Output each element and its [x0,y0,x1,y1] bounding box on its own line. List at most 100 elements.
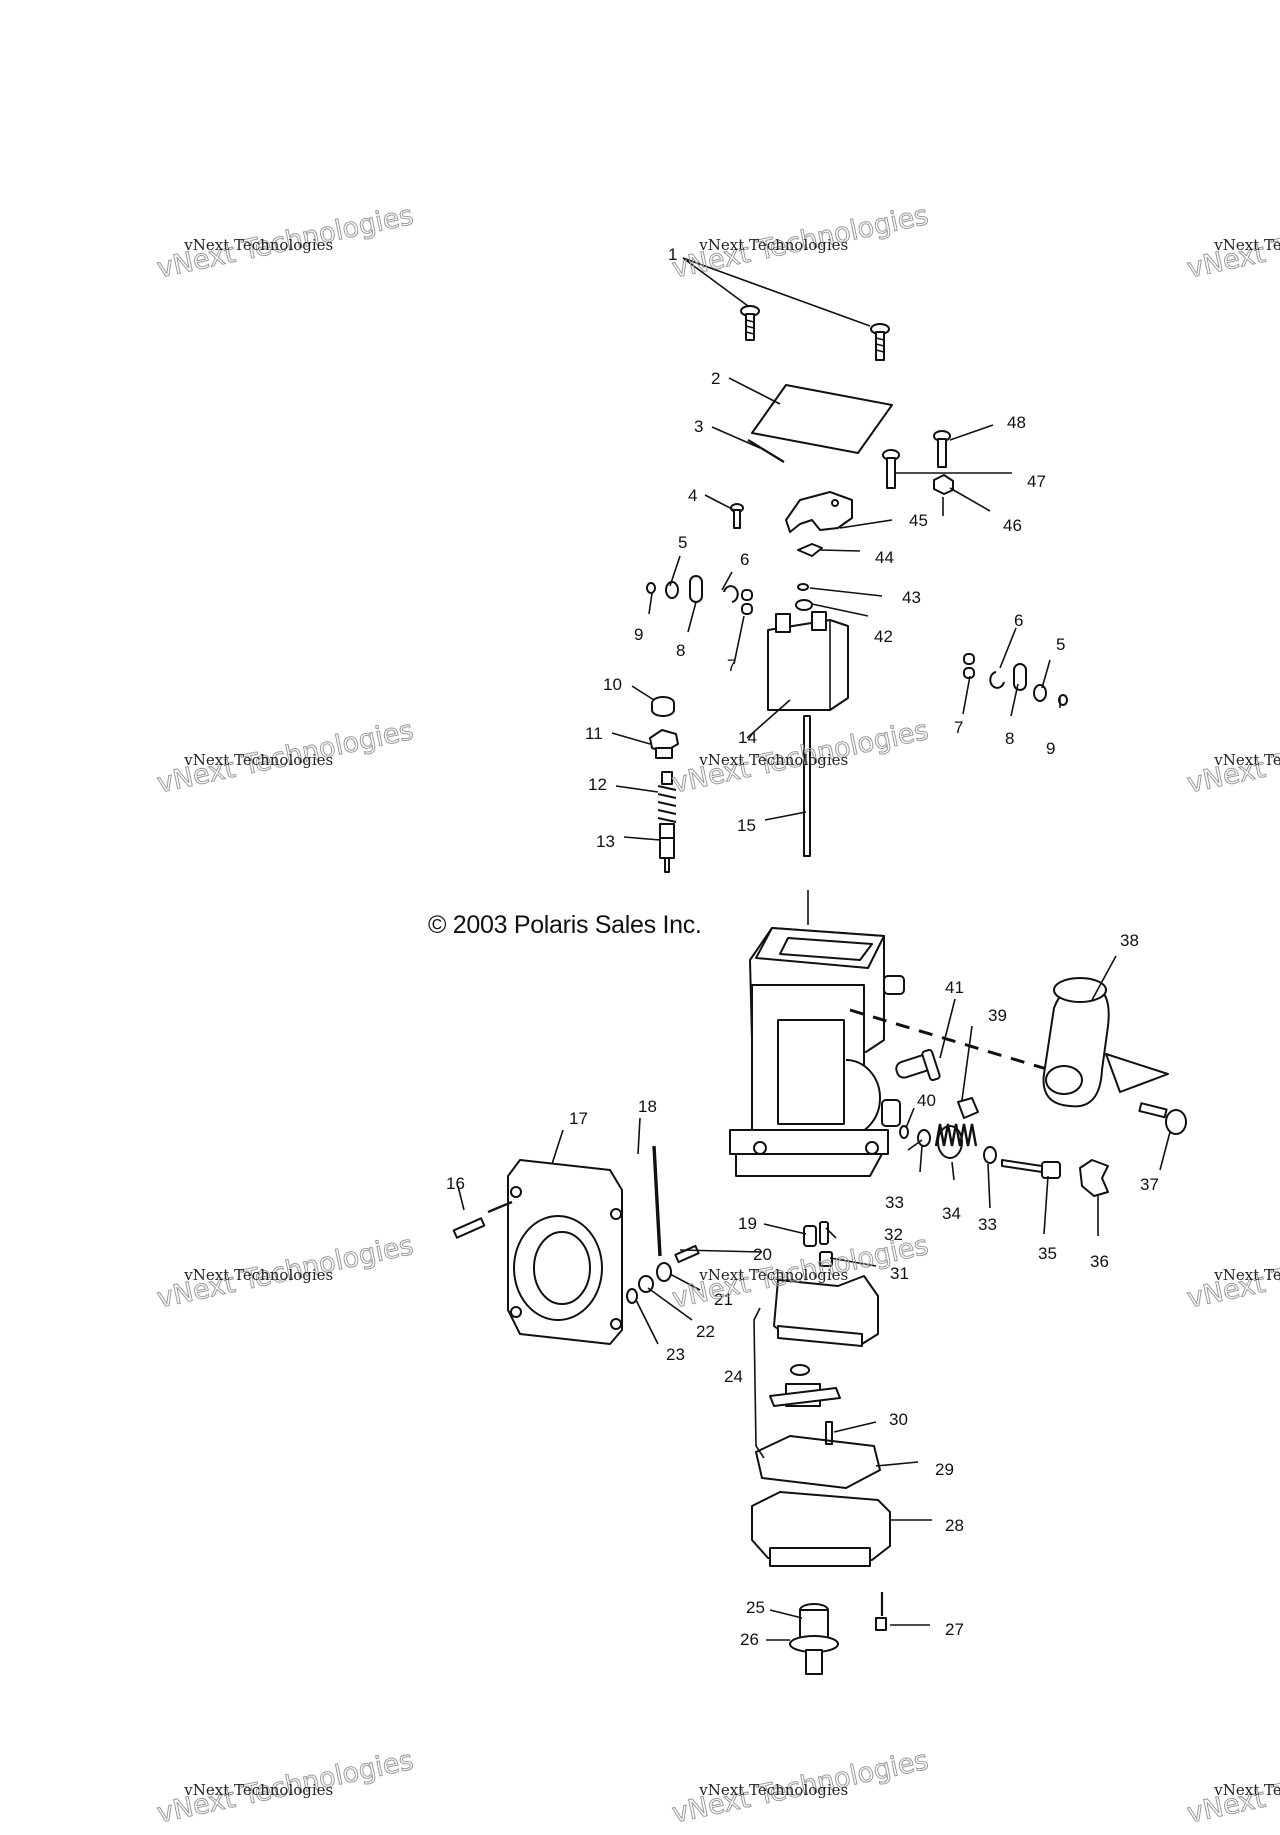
callout-6b: 6 [1014,611,1023,630]
part-screw-37 [1138,1102,1187,1135]
callout-14: 14 [738,728,757,747]
part-gasket-29 [755,1435,881,1489]
callout-41: 41 [945,978,964,997]
part-throttle-slide-14 [767,611,849,711]
part-screw-30 [825,1421,833,1445]
part-nut-11 [649,729,679,759]
part-bushing-7b2 [963,667,975,679]
callout-11: 11 [585,724,603,743]
part-bushing-7a1 [741,589,753,601]
callout-7b: 7 [954,718,963,737]
callout-13: 13 [596,832,615,851]
callout-17: 17 [569,1109,588,1128]
callout-15: 15 [737,816,756,835]
callout-3: 3 [694,417,703,436]
callout-21: 21 [714,1290,733,1309]
part-screw-16 [452,1200,513,1239]
part-drain-25-26 [789,1603,839,1675]
part-idle-screw-35 [1001,1159,1061,1179]
part-screw-48 [933,430,951,468]
callout-35: 35 [1038,1244,1057,1263]
callout-20: 20 [753,1245,772,1264]
callout-5b: 5 [1056,635,1065,654]
callout-22: 22 [696,1322,715,1341]
callout-18: 18 [638,1097,657,1116]
callout-26: 26 [740,1630,759,1649]
part-washer-5b [1033,684,1047,702]
callout-23: 23 [666,1345,685,1364]
part-link-8a [689,575,703,603]
part-screw-47 [882,449,900,489]
part-screw-27 [875,1592,887,1631]
part-rod-18 [652,1145,662,1257]
part-clip-6b [989,671,1005,689]
part-bushing-7b1 [963,653,975,665]
part-jet-32 [819,1221,829,1245]
callout-9a: 9 [634,625,643,644]
callout-16: 16 [446,1174,465,1193]
callout-19: 19 [738,1214,757,1233]
callout-32: 32 [884,1225,903,1244]
callout-6a: 6 [740,550,749,569]
part-clip-6a [723,585,739,603]
callout-40: 40 [917,1091,936,1110]
callout-36: 36 [1090,1252,1109,1271]
leader-lines [457,257,1171,1641]
callout-37: 37 [1140,1175,1159,1194]
callout-2: 2 [711,369,720,388]
part-lever-housing-38 [1042,977,1169,1108]
callout-30: 30 [889,1410,908,1429]
copyright-notice: © 2003 Polaris Sales Inc. [428,911,702,939]
callout-28: 28 [945,1516,964,1535]
part-float-assembly-24 [769,1275,879,1407]
part-screw-1b [870,323,890,361]
part-knob-36 [1079,1159,1109,1197]
callout-33a: 33 [885,1193,904,1212]
callout-4: 4 [688,486,697,505]
part-link-8b [1013,663,1027,691]
callout-5a: 5 [678,533,687,552]
part-nut-46 [933,474,954,516]
part-screw-1a [740,305,760,341]
part-washer-43 [797,583,809,591]
parts-diagram-page: 1 2 3 4 5 5 6 6 7 7 8 8 9 9 10 11 12 13 … [154,199,1280,1830]
callout-39: 39 [988,1006,1007,1025]
part-ring-9a [646,582,656,594]
part-bracket-45 [785,491,853,533]
part-washer-5a [665,581,679,599]
part-spring-21 [656,1262,672,1282]
part-gasket-3 [747,439,785,463]
callout-27: 27 [945,1620,964,1639]
part-washer-33a [917,1129,931,1147]
callout-47: 47 [1027,472,1046,491]
callout-8a: 8 [676,641,685,660]
part-float-bowl-28 [751,1491,891,1567]
part-screw-20 [674,1244,700,1264]
part-screw-4 [730,503,744,529]
callout-43: 43 [902,588,921,607]
callout-48: 48 [1007,413,1026,432]
callout-33b: 33 [978,1215,997,1234]
callout-labels: 1 2 3 4 5 5 6 6 7 7 8 8 9 9 10 11 12 13 … [446,245,1159,1649]
parts-layer [452,305,1187,1675]
exploded-parts-diagram: 1 2 3 4 5 5 6 6 7 7 8 8 9 9 10 11 12 13 … [446,245,1187,1675]
part-cap-10 [651,696,675,717]
callout-10: 10 [603,675,622,694]
callout-46: 46 [1003,516,1022,535]
callout-12: 12 [588,775,607,794]
callout-29: 29 [935,1460,954,1479]
part-washer-42 [795,599,813,611]
callout-8b: 8 [1005,729,1014,748]
callout-42: 42 [874,627,893,646]
callout-38: 38 [1120,931,1139,950]
part-needle-13 [659,837,675,873]
part-jet-19 [803,1225,817,1247]
part-plug-39 [957,1097,979,1119]
part-fitting-41 [895,1048,941,1082]
part-jet-31 [819,1251,833,1267]
part-ring-9b [1058,694,1068,706]
part-ring-23 [626,1288,638,1304]
part-jet-needle-15 [803,715,811,857]
callout-24: 24 [724,1367,743,1386]
part-spring-34 [934,1123,978,1159]
